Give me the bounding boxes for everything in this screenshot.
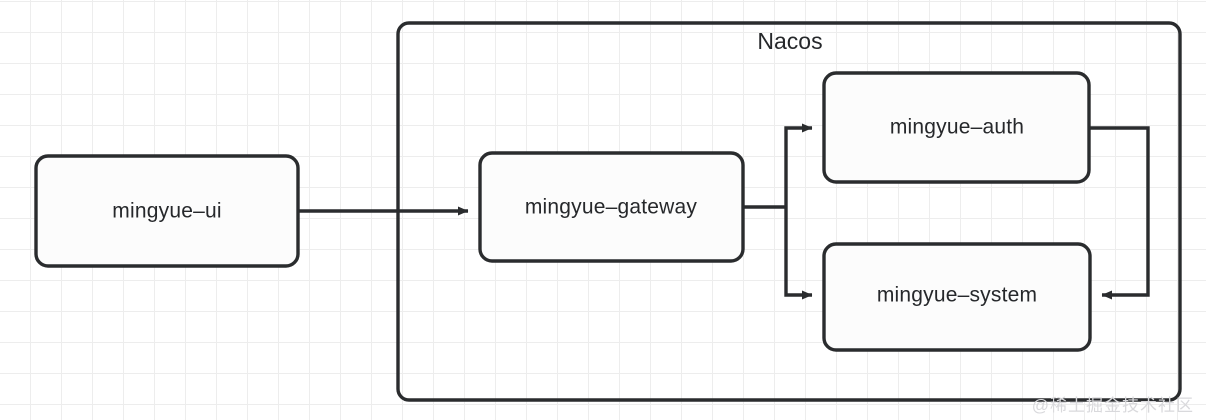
node-mingyue-auth[interactable]: mingyue–auth xyxy=(822,71,1091,184)
node-mingyue-gateway-label: mingyue–gateway xyxy=(525,196,698,219)
edge-gateway-to-auth-line xyxy=(784,123,813,207)
node-mingyue-system-box xyxy=(822,242,1092,352)
edge-auth-to-system[interactable] xyxy=(1089,126,1150,300)
edge-auth-to-system-line xyxy=(1089,126,1150,300)
node-mingyue-ui-box xyxy=(34,154,300,268)
node-mingyue-system-label: mingyue–system xyxy=(877,284,1037,307)
nacos-group-title: Nacos xyxy=(757,28,822,54)
node-mingyue-gateway[interactable]: mingyue–gateway xyxy=(478,151,745,263)
node-mingyue-gateway-box xyxy=(478,151,745,263)
node-mingyue-ui[interactable]: mingyue–ui xyxy=(34,154,300,268)
edge-gateway-branch[interactable] xyxy=(743,123,813,300)
node-mingyue-ui-label: mingyue–ui xyxy=(112,200,221,223)
node-mingyue-auth-label: mingyue–auth xyxy=(890,116,1024,139)
node-mingyue-auth-box xyxy=(822,71,1091,184)
watermark: @稀土掘金技术社区 xyxy=(1031,396,1194,415)
edge-gateway-to-system-line xyxy=(784,207,813,300)
node-mingyue-system[interactable]: mingyue–system xyxy=(822,242,1092,352)
